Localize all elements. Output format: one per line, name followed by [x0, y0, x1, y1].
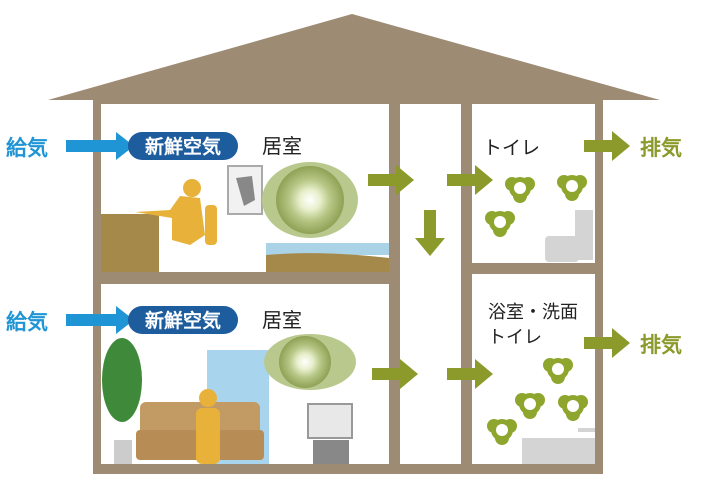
living-room-label-top: 居室 — [262, 134, 302, 158]
fresh-air-badge-bottom — [128, 306, 238, 334]
bath-label-line1: 浴室・洗面 — [488, 302, 578, 323]
air-cloud-upper — [262, 162, 358, 238]
exhaust-label-bottom: 排気 — [640, 333, 682, 357]
person-at-desk-icon — [135, 179, 217, 245]
supply-label-bottom: 給気 — [6, 310, 48, 334]
toilet-icon — [545, 210, 593, 262]
fresh-air-label-bottom: 新鮮空気 — [145, 309, 221, 332]
bed — [266, 243, 389, 272]
plant-icon — [102, 338, 142, 464]
exhaust-label-top: 排気 — [640, 136, 682, 160]
tv-icon — [307, 403, 353, 464]
bathtub-icon — [522, 428, 595, 464]
supply-label-top: 給気 — [6, 136, 48, 160]
person-standing-icon — [196, 389, 220, 464]
fresh-air-label-top: 新鮮空気 — [145, 135, 221, 158]
living-room-label-bottom: 居室 — [262, 308, 302, 332]
roof — [48, 14, 660, 100]
air-cloud-lower — [264, 334, 356, 390]
fresh-air-badge-top — [128, 132, 238, 160]
bath-label-line2: トイレ — [488, 327, 542, 348]
toilet-label: トイレ — [483, 137, 540, 159]
desk — [101, 214, 159, 272]
